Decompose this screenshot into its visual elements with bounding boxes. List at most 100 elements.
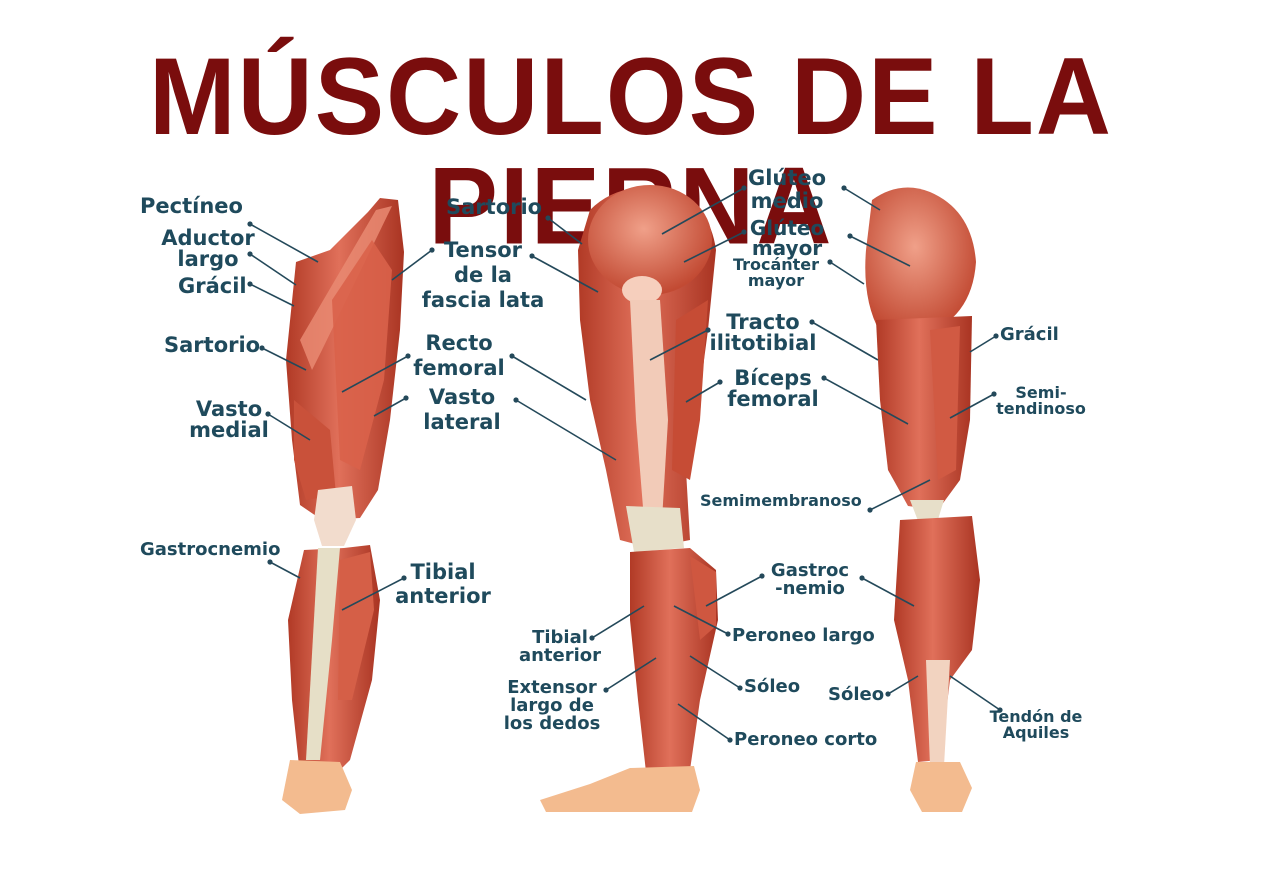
label-gracil-front: Grácil [178, 274, 247, 298]
leader-trocanter-back-dot [827, 259, 833, 265]
leader-peroneo-largo-dot [725, 631, 731, 637]
label-tendon-aquiles: Tendón de Aquiles [989, 707, 1083, 742]
leader-soleo-back [887, 675, 919, 695]
label-sartorio-side: Sartorio [446, 195, 543, 219]
leader-tracto-back-dot [809, 319, 815, 325]
leader-tracto [649, 329, 709, 361]
back-heel [910, 762, 972, 812]
leader-gluteo-mayor-back-dot [847, 233, 853, 239]
gastrocnemius-side-shape [690, 556, 716, 640]
label-tibial-anterior-side: Tibial anterior [518, 627, 602, 666]
leader-vasto-side-dot [513, 397, 519, 403]
leader-sartorio-front [261, 347, 307, 371]
tibialis-anterior-shape [338, 552, 374, 700]
label-peroneo-largo: Peroneo largo [732, 625, 875, 646]
leader-vasto-medial-dot [265, 411, 271, 417]
leader-tracto-dot [705, 327, 711, 333]
back-leg-illustration [865, 187, 980, 812]
leader-recto [341, 355, 409, 393]
leader-soleo-back-dot [885, 691, 891, 697]
leader-tibial-front-dot [401, 575, 407, 581]
label-vasto-medial: Vasto medial [189, 397, 269, 442]
label-biceps-femoral: Bíceps femoral [727, 366, 819, 411]
rectus-femoris-shape [332, 240, 392, 470]
side-foot [540, 766, 700, 812]
leader-gastrocnemio-front-dot [267, 559, 273, 565]
label-trocanter-mayor: Trocánter mayor [732, 255, 820, 290]
semitendinosus-shape [930, 326, 960, 480]
leader-sartorio-side-dot [545, 215, 551, 221]
leader-recto-side-dot [509, 353, 515, 359]
label-soleo-back: Sóleo [828, 684, 885, 705]
leader-tensor [391, 249, 433, 281]
leader-recto-dot [405, 353, 411, 359]
leader-aquiles [949, 675, 1001, 711]
label-gracil-back: Grácil [1000, 324, 1059, 345]
leader-tensor-side [531, 255, 599, 293]
side-knee [626, 506, 684, 552]
label-extensor-largo-dedos: Extensor largo de los dedos [503, 677, 601, 734]
biceps-femoris-shape [672, 300, 708, 480]
leader-gracil-back-dot [993, 333, 999, 339]
label-peroneo-corto: Peroneo corto [734, 729, 878, 750]
label-tibial-anterior-front: Tibial anterior [395, 560, 491, 608]
leader-peroneo-largo [673, 605, 729, 635]
label-tensor-fascia-lata: Tensor de la fascia lata [421, 238, 545, 312]
label-aductor-largo: Aductor largo [161, 226, 255, 271]
leader-tibial-front [341, 577, 405, 611]
leader-semimembranoso [869, 479, 931, 511]
label-semimembranoso: Semimembranoso [700, 491, 862, 510]
leader-soleo-side-dot [737, 685, 743, 691]
leader-gastroc-side [705, 575, 763, 607]
leader-gluteo-medio [661, 187, 745, 235]
label-soleo-side: Sóleo [744, 676, 801, 697]
label-sartorio-front: Sartorio [164, 333, 261, 357]
leader-biceps-back-dot [821, 375, 827, 381]
leader-biceps [685, 381, 721, 403]
leader-vasto-medial [267, 413, 311, 441]
back-calf [894, 516, 980, 762]
achilles-tendon-shape [926, 660, 950, 766]
leader-semimembranoso-dot [867, 507, 873, 513]
label-semitendinoso: Semi- tendinoso [996, 383, 1086, 418]
back-gluteus [865, 187, 976, 336]
label-gastrocnemio-front: Gastrocnemio [140, 539, 281, 560]
side-gluteus [588, 185, 712, 295]
tibia-bone [306, 548, 340, 760]
leader-aductor-dot [247, 251, 253, 257]
leader-gastrocnemio-front [269, 561, 301, 579]
label-recto-femoral: Recto femoral [413, 331, 505, 380]
leader-sartorio-front-dot [259, 345, 265, 351]
leader-gastroc-back [861, 577, 915, 607]
leader-peroneo-corto [677, 703, 731, 741]
leader-aductor [249, 253, 297, 286]
leader-gastroc-side-dot [759, 573, 765, 579]
leader-gluteo-medio-dot [741, 185, 747, 191]
leader-semitendinoso-dot [991, 391, 997, 397]
leader-extensor-dot [603, 687, 609, 693]
label-tracto-ilitotibial: Tracto ilitotibial [709, 310, 817, 355]
leader-soleo-side [689, 655, 741, 689]
leader-tracto-back [811, 321, 879, 361]
leader-gluteo-mayor [683, 231, 745, 263]
label-gastrocnemio-side: Gastroc -nemio [770, 560, 850, 599]
leader-lines [247, 185, 1003, 743]
leader-gastroc-back-dot [859, 575, 865, 581]
leader-gluteo-mayor-back [849, 235, 911, 267]
leader-gluteo-medio-back [843, 187, 881, 211]
leader-gracil-front-dot [247, 281, 253, 287]
leader-tensor-side-dot [529, 253, 535, 259]
leader-gracil-back [969, 335, 997, 353]
leader-semitendinoso [949, 393, 995, 419]
label-pectineo: Pectíneo [140, 194, 243, 218]
label-gluteo-mayor: Glúteo mayor [749, 216, 825, 260]
leader-aquiles-dot [997, 707, 1003, 713]
leader-gluteo-mayor-dot [741, 229, 747, 235]
front-knee-tendon [314, 486, 356, 546]
leader-tibial-side [591, 605, 645, 639]
leader-vasto-lateral-dot [403, 395, 409, 401]
front-foot [282, 760, 352, 814]
leader-vasto-side [515, 399, 617, 461]
leader-tibial-side-dot [589, 635, 595, 641]
